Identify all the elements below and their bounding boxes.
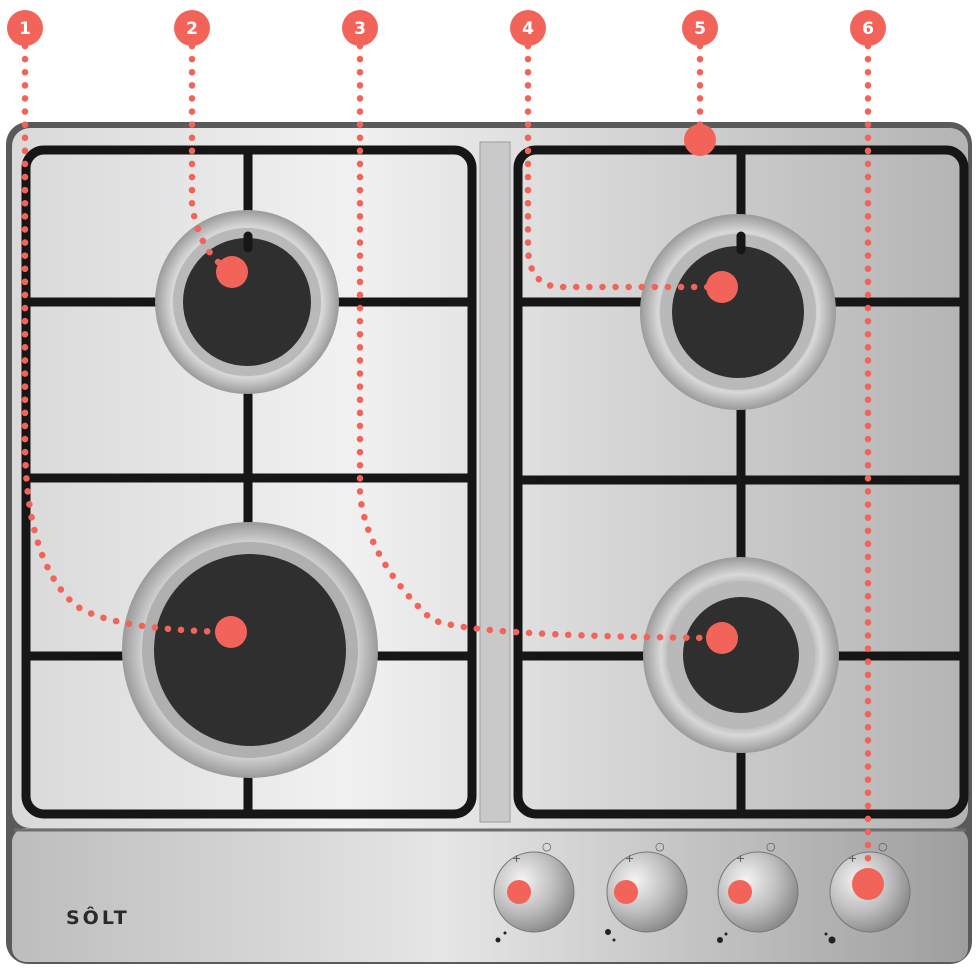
knob-off-mark: ○: [766, 840, 776, 853]
callout-badge-6: 6: [850, 10, 886, 46]
flame-size-indicator: [504, 932, 507, 935]
burner-large-front-left: [122, 522, 378, 778]
flame-size-indicator: [613, 939, 616, 942]
target-dot-2: [216, 256, 248, 288]
burner-cap: [183, 238, 311, 366]
badge-number: 4: [522, 19, 534, 39]
flame-size-indicator: [717, 937, 723, 943]
target-dot-3: [706, 622, 738, 654]
knob-plus-mark: +: [736, 852, 745, 865]
knob-target-dot-2: [614, 880, 638, 904]
callout-badge-5: 5: [682, 10, 718, 46]
target-dot-1: [215, 616, 247, 648]
callout-badge-2: 2: [174, 10, 210, 46]
brand-logo: SÔLT: [66, 905, 130, 929]
center-divider: [480, 142, 510, 822]
flame-size-indicator: [825, 933, 828, 936]
flame-size-indicator: [496, 938, 501, 943]
badge-number: 5: [694, 19, 706, 39]
burner-cap: [672, 246, 804, 378]
burner-cap: [154, 554, 346, 746]
badge-number: 2: [186, 19, 198, 39]
knob-plus-mark: +: [625, 852, 634, 865]
burner-cap: [683, 597, 799, 713]
target-dot-4: [706, 271, 738, 303]
callout-badge-4: 4: [510, 10, 546, 46]
knob-off-mark: ○: [878, 840, 888, 853]
flame-size-indicator: [829, 937, 836, 944]
badge-number: 6: [862, 19, 874, 39]
flame-size-indicator: [725, 933, 728, 936]
knob-plus-mark: +: [512, 852, 521, 865]
badge-number: 3: [354, 19, 366, 39]
burner-front-right: [643, 557, 839, 753]
control-panel: [12, 828, 968, 962]
badge-number: 1: [19, 19, 31, 39]
target-dot-5: [684, 124, 716, 156]
knob-off-mark: ○: [655, 840, 665, 853]
knob-target-dot-3: [728, 880, 752, 904]
hob-body: [6, 122, 972, 964]
target-dot-6: [852, 868, 884, 900]
knob-target-dot-1: [507, 880, 531, 904]
callout-badges: 1 2 3 4 5 6: [7, 10, 886, 46]
callout-badge-3: 3: [342, 10, 378, 46]
knob-body[interactable]: [494, 852, 574, 932]
knob-plus-mark: +: [848, 852, 857, 865]
knob-off-mark: ○: [542, 840, 552, 853]
callout-badge-1: 1: [7, 10, 43, 46]
flame-size-indicator: [605, 929, 611, 935]
